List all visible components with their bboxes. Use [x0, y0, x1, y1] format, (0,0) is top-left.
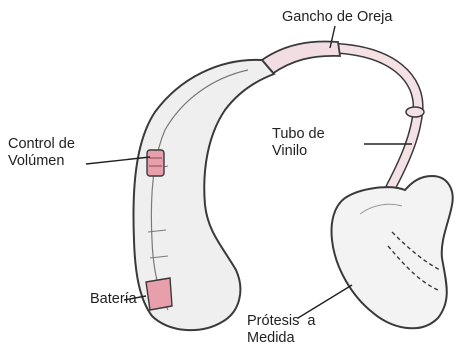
- label-volume-control-line1: Control de: [8, 136, 75, 153]
- custom-earmold: [332, 176, 453, 328]
- ear-hook: [262, 42, 340, 74]
- label-vinyl-tube-line1: Tubo de: [272, 126, 325, 143]
- label-battery: Batería: [90, 291, 137, 308]
- battery-door: [146, 278, 172, 310]
- label-volume-control: Control de Volúmen: [8, 136, 75, 170]
- label-custom-earmold-line1: Prótesis a: [247, 313, 316, 330]
- label-vinyl-tube-line2: Vinilo: [272, 143, 325, 160]
- label-ear-hook: Gancho de Oreja: [282, 9, 392, 26]
- label-volume-control-line2: Volúmen: [8, 153, 75, 170]
- label-vinyl-tube: Tubo de Vinilo: [272, 126, 325, 160]
- label-custom-earmold-line2: Medida: [247, 330, 316, 347]
- volume-control-knob: [147, 150, 164, 176]
- label-custom-earmold: Prótesis a Medida: [247, 313, 316, 347]
